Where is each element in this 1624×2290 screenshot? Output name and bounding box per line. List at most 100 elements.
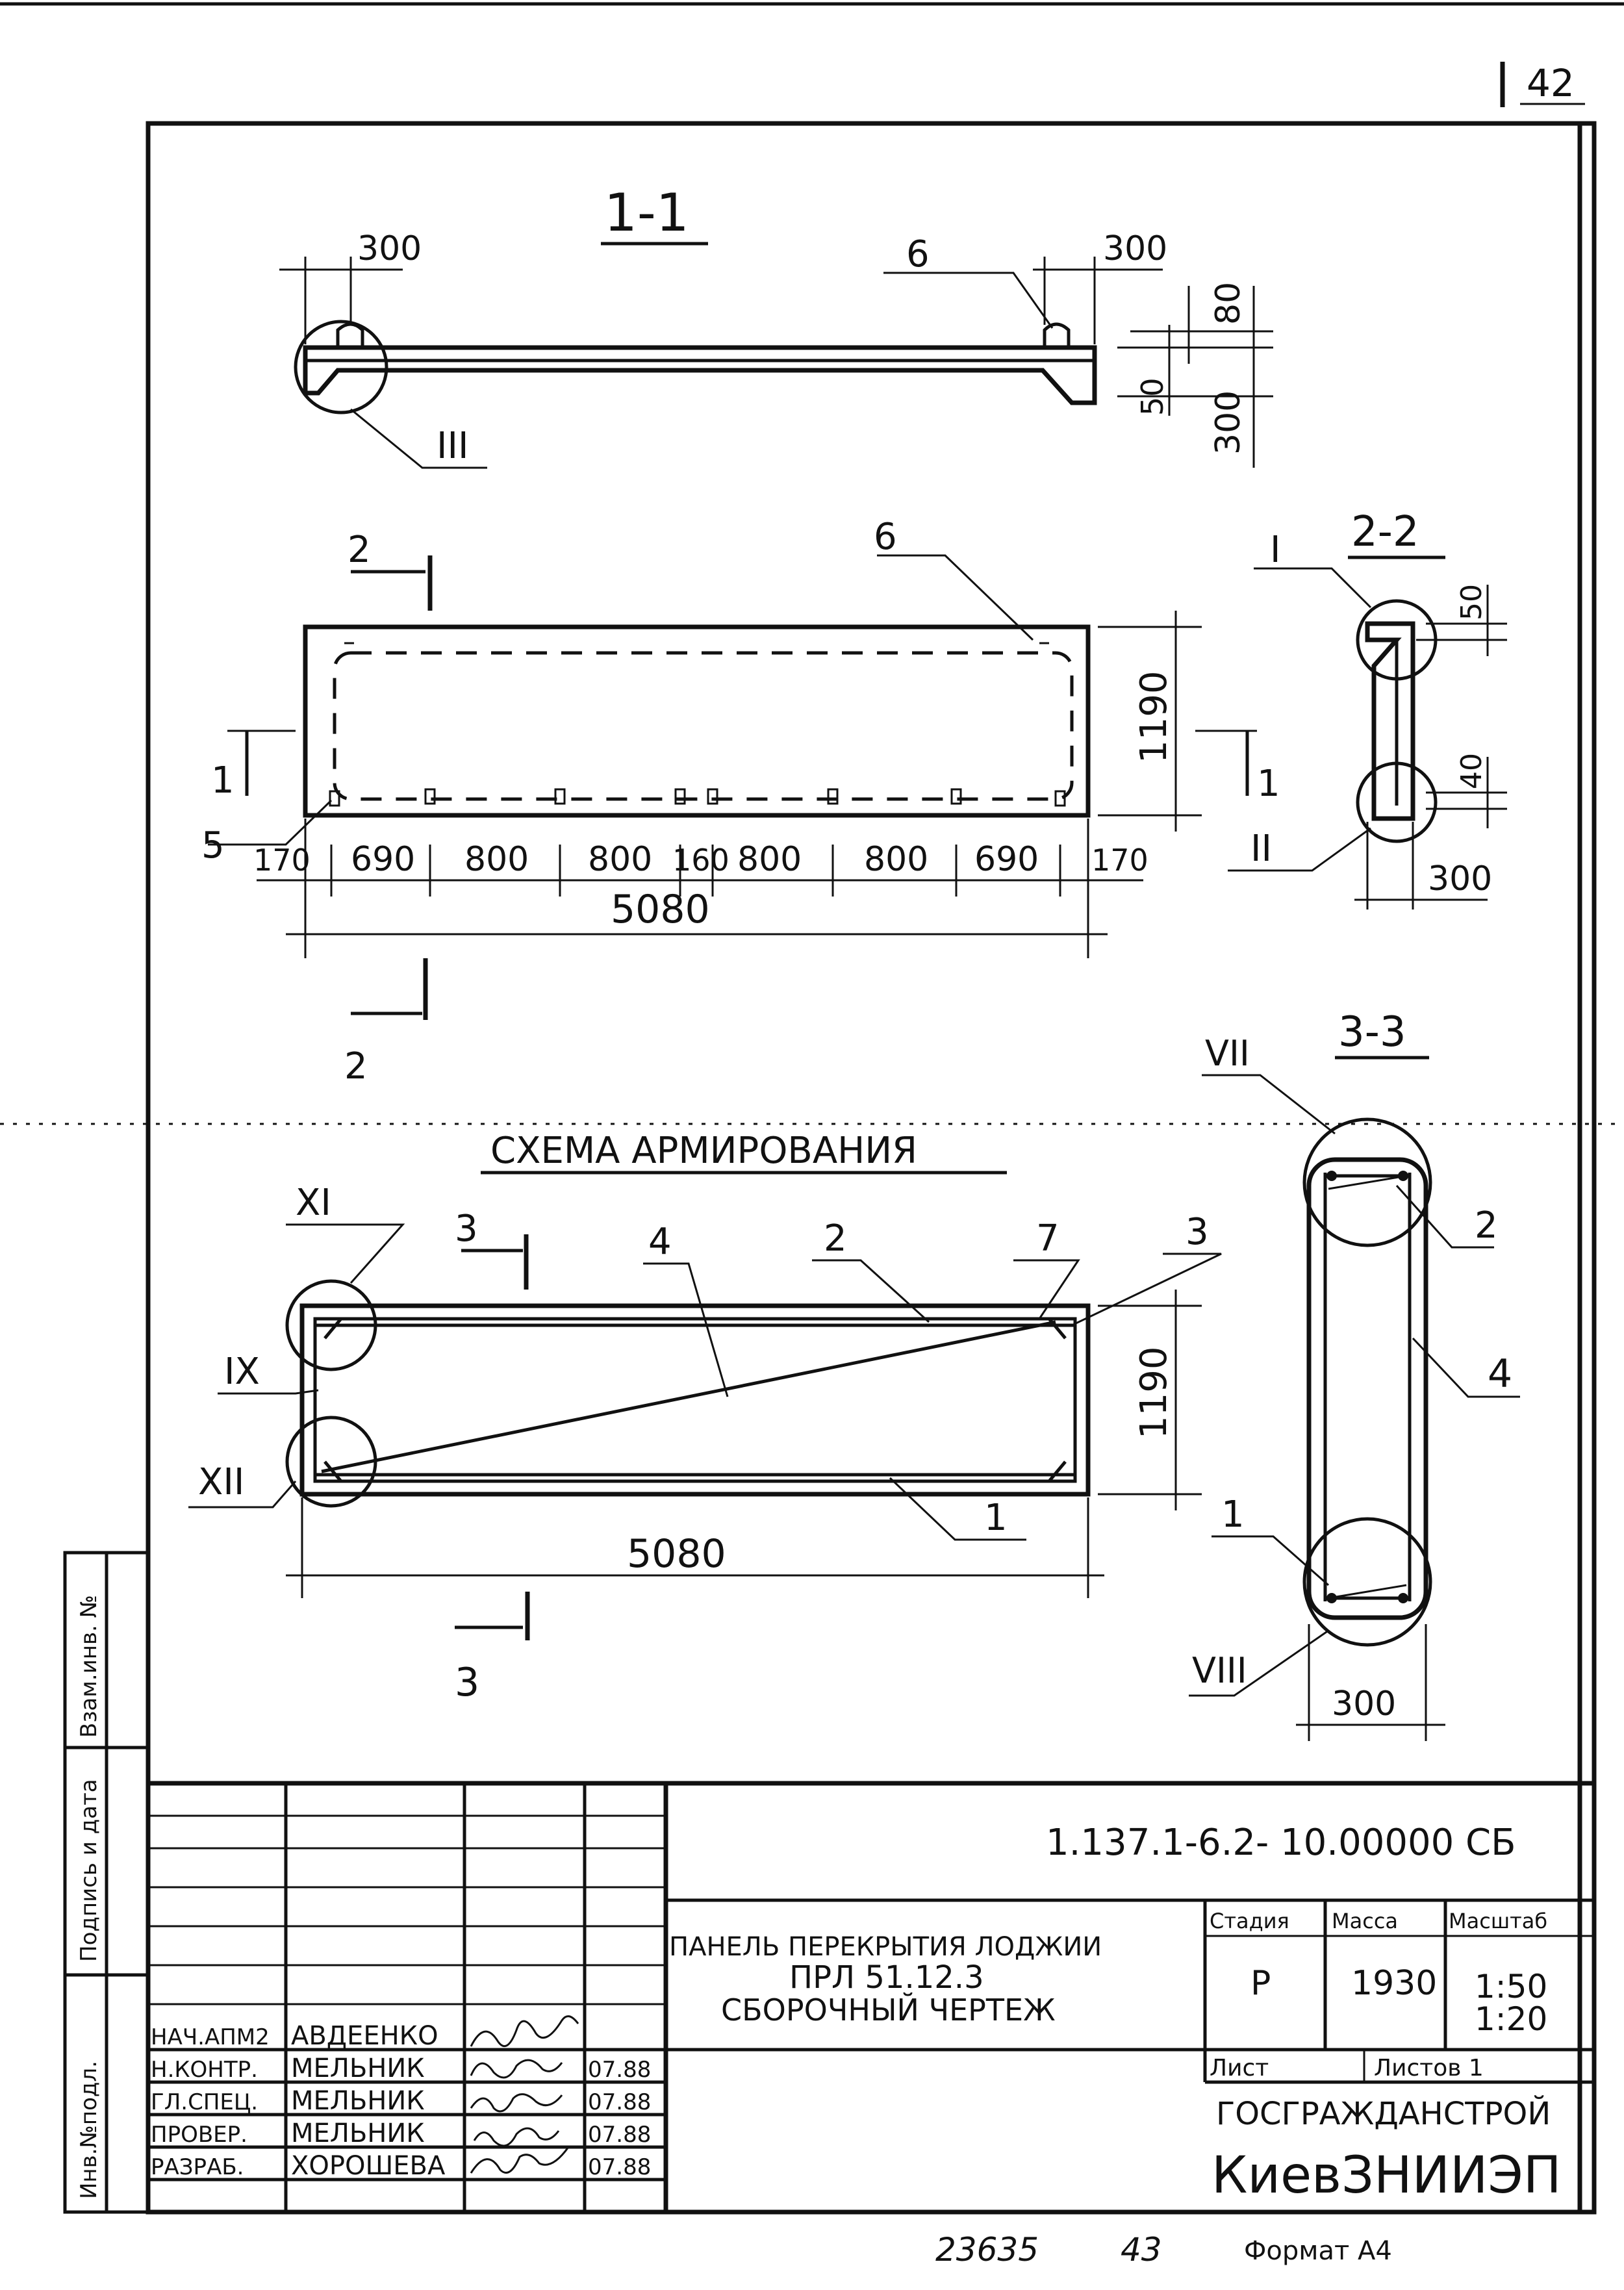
tb-date-4: 07.88 [588, 2122, 651, 2148]
dim-80: 80 [1209, 282, 1248, 325]
scheme-leader-7 [1013, 1259, 1080, 1319]
node-viii-leader [1189, 1629, 1329, 1697]
scheme-total: 5080 [627, 1531, 726, 1577]
tb-mass: 1930 [1351, 1964, 1437, 2003]
tb-role-3: ГЛ.СПЕЦ. [151, 2089, 258, 2115]
plan-dim-0: 170 [253, 843, 311, 878]
plan-pos-6: 6 [874, 516, 897, 558]
node-xi-circle [285, 1279, 377, 1371]
plan-dim-7: 690 [974, 840, 1039, 879]
scheme-corner-bl [324, 1460, 342, 1482]
scheme-panel-outline [299, 1303, 1091, 1497]
side-stamp: Взам.инв. № Подпись и дата Инв.№подл. [63, 1551, 150, 2214]
lifting-loop-left [336, 322, 364, 348]
node-ii-circle [1356, 761, 1438, 843]
plan-dashed-contour [333, 651, 1074, 801]
tb-date-5: 07.88 [588, 2154, 651, 2180]
plan-dim-8: 170 [1091, 843, 1148, 878]
node-iii-leader [350, 408, 487, 469]
scheme-title: СХЕМА АРМИРОВАНИЯ [490, 1130, 917, 1172]
tb-name-1: АВДЕЕНКО [291, 2021, 438, 2051]
plan-plate-6 [827, 788, 839, 805]
node-xi-leader [286, 1223, 405, 1284]
plan-plate-4 [674, 788, 686, 805]
plan-cut-right-label: 1 [1257, 763, 1280, 805]
plan-plate-3 [554, 788, 566, 805]
signature-1 [470, 2015, 579, 2048]
node-vii-circle [1302, 1117, 1432, 1247]
tb-mass-label: Масса [1332, 1909, 1398, 1933]
plan-height: 1190 [1133, 670, 1175, 763]
dim-2-2-50: 50 [1455, 584, 1488, 620]
plan-cut-left-label: 1 [211, 759, 235, 802]
signature-5 [470, 2146, 570, 2174]
scheme-cut-top-label: 3 [455, 1208, 478, 1250]
side-stamp-podpis: Подпись и дата [76, 1779, 102, 1962]
dim-2-2-40: 40 [1455, 753, 1488, 789]
tb-sheet-label: Лист [1210, 2055, 1269, 2081]
signature-4 [473, 2127, 560, 2147]
plan-leader-5 [208, 799, 333, 846]
section-1-1-dim-left: 300 [357, 229, 422, 268]
node-iii-circle [294, 320, 388, 414]
scheme-pos-7: 7 [1036, 1217, 1059, 1260]
tb-org-2: КиевЗНИИЭП [1212, 2146, 1562, 2205]
plan-leader-6 [877, 554, 1034, 641]
bottom-number: 23635 [935, 2231, 1039, 2269]
tb-name-line1: ПАНЕЛЬ ПЕРЕКРЫТИЯ ЛОДЖИИ [669, 1932, 1102, 1962]
side-stamp-vzam: Взам.инв. № [76, 1595, 102, 1738]
bottom-sheet: 43 [1121, 2231, 1162, 2269]
dim-3-3-300: 300 [1332, 1685, 1396, 1724]
dim-300-vertical: 300 [1209, 390, 1248, 455]
lifting-loop-right [1043, 322, 1071, 348]
section-3-3-pos-1: 1 [1221, 1494, 1245, 1536]
tb-date-3: 07.88 [588, 2089, 651, 2115]
section-3-3-title: 3-3 [1338, 1008, 1406, 1056]
node-ix-label: IX [224, 1351, 260, 1393]
scheme-height: 1190 [1133, 1346, 1175, 1439]
node-xii-circle [285, 1416, 377, 1508]
plan-dim-6: 800 [864, 840, 928, 879]
node-xi-label: XI [296, 1182, 331, 1224]
tb-name-3: МЕЛЬНИК [291, 2086, 425, 2116]
node-i-leader [1254, 567, 1372, 609]
tb-doc-code: 1.137.1-6.2- 10.00000 СБ [1046, 1822, 1516, 1864]
plan-plate-1 [329, 790, 340, 807]
page-number: 42 [1527, 61, 1575, 105]
section-1-1: 1-1 300 300 6 80 50 300 III [279, 183, 1273, 469]
tb-stage: Р [1250, 1964, 1271, 2003]
side-stamp-inv: Инв.№подл. [76, 2061, 102, 2199]
tb-scale-1: 1:50 [1475, 1968, 1547, 2005]
plan-cut-bottom-label: 2 [344, 1045, 368, 1088]
tb-sheets-label: Листов 1 [1374, 2055, 1484, 2081]
section-1-1-title: 1-1 [604, 183, 689, 243]
dim-50: 50 [1135, 377, 1170, 416]
plan-plate-2 [424, 788, 436, 805]
tb-scale-label: Масштаб [1449, 1909, 1547, 1933]
scheme-leader-2 [812, 1259, 930, 1323]
section-2-2: 2-2 I II 50 40 300 [1228, 508, 1507, 910]
tb-role-5: РАЗРАБ. [151, 2154, 244, 2180]
scheme-frame-bars [313, 1317, 1077, 1483]
plan-dim-1: 690 [351, 840, 415, 879]
section-3-3-diag-top [1328, 1175, 1407, 1190]
scheme-pos-2: 2 [824, 1217, 847, 1260]
scheme-cut-bottom-label: 3 [455, 1660, 479, 1705]
scheme-pos-1: 1 [984, 1497, 1008, 1539]
section-2-2-title: 2-2 [1351, 508, 1419, 556]
format-label: Формат А4 [1244, 2236, 1392, 2266]
plan-cut-top-label: 2 [348, 529, 371, 571]
scheme-corner-tr [1048, 1317, 1067, 1340]
scheme-corner-tl [324, 1317, 342, 1340]
plan-dim-4: 160 [672, 843, 730, 878]
title-block: НАЧ.АПМ2 АВДЕЕНКО Н.КОНТР. МЕЛЬНИК 07.88… [148, 1781, 1594, 2212]
tb-role-2: Н.КОНТР. [151, 2057, 258, 2083]
node-viii-circle [1302, 1517, 1432, 1647]
section-1-1-dim-right: 300 [1103, 229, 1167, 268]
section-3-3-pos-4: 4 [1488, 1351, 1512, 1397]
tb-name-4: МЕЛЬНИК [291, 2118, 425, 2148]
plan-plate-8 [1054, 790, 1066, 807]
signature-2 [470, 2059, 563, 2079]
plan-dim-5: 800 [737, 840, 802, 879]
